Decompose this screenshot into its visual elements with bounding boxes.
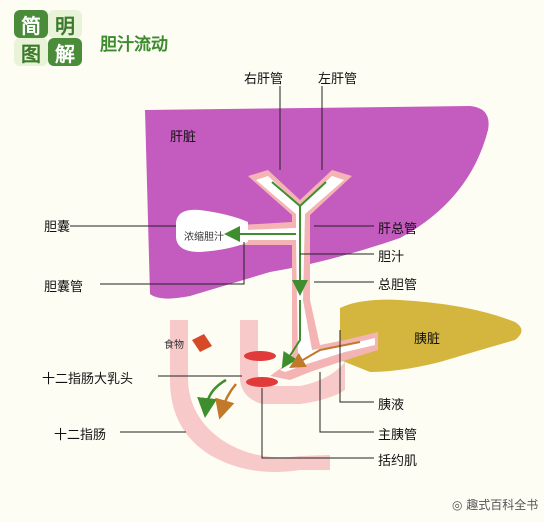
badge-char: 图	[14, 38, 48, 66]
label-common-hepatic-duct: 肝总管	[378, 222, 418, 237]
food-shape	[192, 334, 212, 352]
watermark-icon: ◎	[452, 498, 467, 512]
label-liver: 肝脏	[170, 130, 197, 145]
badge-char: 明	[48, 10, 82, 38]
badge-char: 简	[14, 10, 48, 38]
duct-system	[240, 170, 378, 380]
label-sphincter: 括约肌	[378, 454, 418, 469]
label-food: 食物	[164, 340, 184, 351]
label-common-bile-duct: 总胆管	[378, 278, 418, 293]
page-title: 胆汁流动	[100, 35, 168, 55]
watermark-text: 趣式百科全书	[466, 498, 539, 512]
label-duodenum: 十二指肠	[54, 428, 107, 443]
label-pancreas: 胰脏	[414, 332, 441, 347]
label-bile: 胆汁	[378, 250, 405, 265]
label-right-hepatic-duct: 右肝管	[244, 72, 284, 87]
label-cystic-duct: 胆囊管	[44, 280, 84, 295]
badge-char: 解	[48, 38, 82, 66]
label-pancreatic-juice: 胰液	[378, 398, 405, 413]
leader-lines	[70, 86, 374, 459]
concise-illustration-badge: 简 明 图 解	[10, 8, 84, 68]
duodenum-shape	[170, 320, 330, 473]
sphincter-shape	[244, 351, 276, 361]
label-left-hepatic-duct: 左肝管	[318, 72, 358, 87]
pancreas-shape	[340, 299, 522, 372]
label-papilla: 十二指肠大乳头	[42, 372, 134, 387]
label-concentrated-bile: 浓缩胆汁	[184, 232, 224, 243]
label-gallbladder: 胆囊	[44, 220, 71, 235]
label-main-pancreatic-duct: 主胰管	[378, 428, 418, 443]
watermark: ◎ 趣式百科全书	[452, 496, 538, 513]
